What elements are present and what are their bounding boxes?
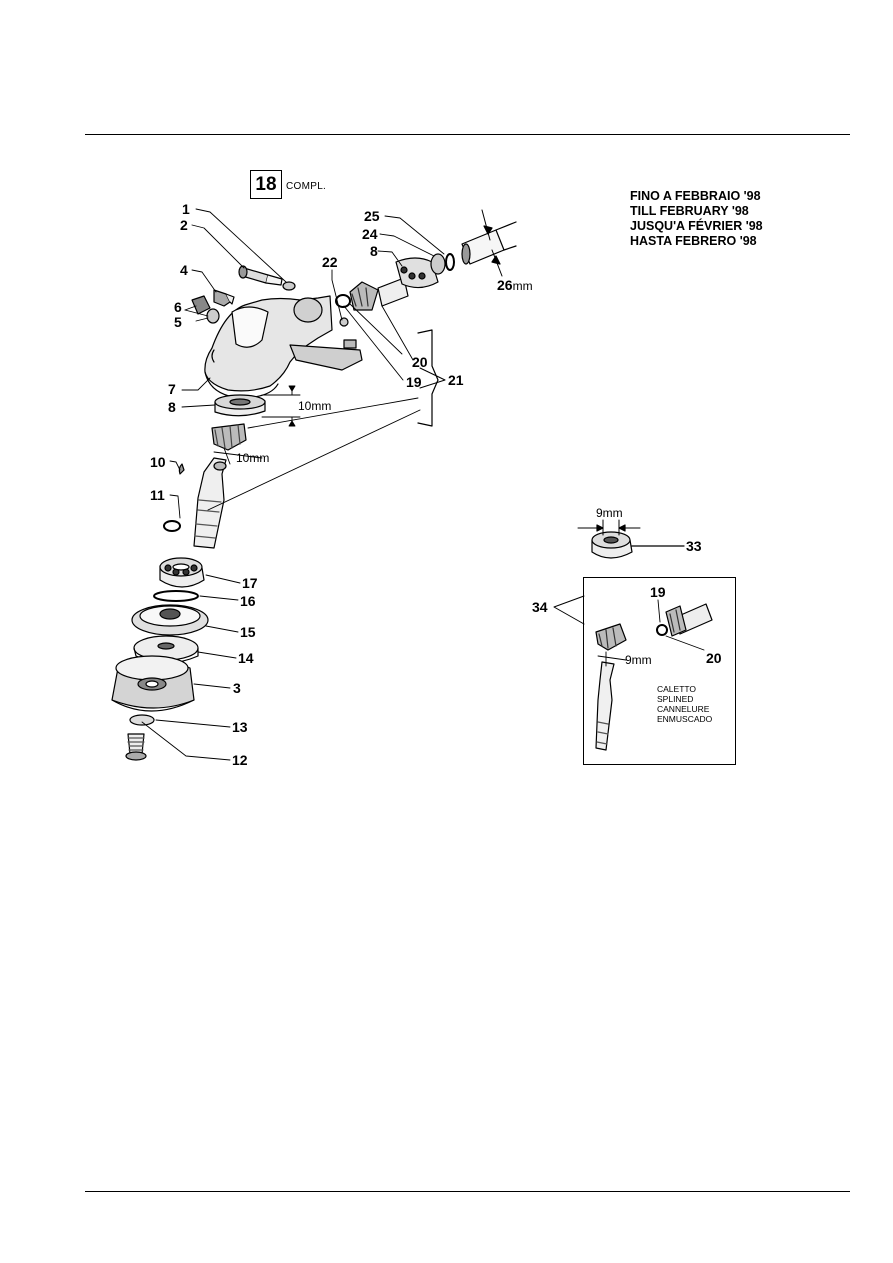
callout-11: 11 [150,487,165,503]
flange-15 [131,604,209,636]
bearing-8-main [214,394,266,417]
callout-6: 6 [174,299,182,315]
dim-pinion-shaft: 26mm [497,277,533,293]
dim-bearing-thickness: 10mm [298,399,332,413]
bearing-33 [577,519,685,559]
splined-variant-inset [583,577,736,765]
callout-7: 7 [168,381,176,397]
circlip-11 [163,520,181,532]
dim-pinion-shaft-unit: mm [512,279,533,293]
key-10 [178,463,185,475]
plug-6 [191,295,220,324]
assembly-suffix: COMPL. [286,181,327,192]
header-rule [85,134,850,135]
pin-22 [339,317,349,327]
dim-pinion-shaft-value: 26 [497,277,513,293]
assembly-number-box: 18 [250,170,282,199]
disc-14 [133,635,199,664]
grease-nipple-4 [213,289,235,307]
dim-bearing-33: 9mm [596,506,623,520]
circlip-25 [445,253,455,271]
callout-22: 22 [322,254,338,270]
callout-15: 15 [240,624,256,640]
callout-2: 2 [180,217,188,233]
circlip-19-main [335,294,351,308]
callout-19: 19 [406,374,422,390]
callout-20-inset: 20 [706,650,722,666]
cup-3 [111,655,195,712]
caption-line-en: TILL FEBRUARY '98 [630,204,749,218]
callout-33: 33 [686,538,702,554]
splined-note: CALETTO SPLINED CANNELURE ENMUSCADO [657,684,712,724]
callout-1: 1 [182,201,190,217]
callout-34: 34 [532,599,548,615]
gear-housing [204,295,363,399]
splined-note-fr: CANNELURE [657,704,710,714]
inset-splined-shaft [595,661,615,751]
inset-bevel-gear [595,623,627,651]
callout-17: 17 [242,575,258,591]
validity-caption: FINO A FEBBRAIO '98 TILL FEBRUARY '98 JU… [630,189,763,249]
pinion-assembly [335,253,455,327]
washer-13 [129,714,155,726]
bolt-12 [125,733,147,761]
caption-line-es: HASTA FEBRERO '98 [630,234,757,248]
callout-21: 21 [448,372,464,388]
spacer-24 [430,253,446,275]
caption-line-it: FINO A FEBBRAIO '98 [630,189,761,203]
bearing-8-pinion [395,257,439,289]
drive-shaft-stub [461,209,517,277]
footer-rule [85,1191,850,1192]
callout-16: 16 [240,593,256,609]
caption-line-fr: JUSQU'A FÉVRIER '98 [630,219,763,233]
screw-2 [238,265,283,286]
callout-20: 20 [412,354,428,370]
callout-13: 13 [232,719,248,735]
washer-16 [153,590,199,602]
inset-circlip-19 [656,624,668,636]
splined-note-en: SPLINED [657,694,694,704]
callout-24: 24 [362,226,378,242]
splined-note-es: ENMUSCADO [657,714,713,724]
leader-lines [141,208,446,761]
callout-25: 25 [364,208,380,224]
dim-shaft-diameter: 10mm [236,451,270,465]
output-shaft [193,457,227,549]
callout-4: 4 [180,262,188,278]
splined-note-it: CALETTO [657,684,697,694]
callout-10: 10 [150,454,166,470]
bevel-gear [211,423,247,451]
callout-8-pinion: 8 [370,243,378,259]
inset-parts [553,595,713,751]
callout-14: 14 [238,650,254,666]
callout-3: 3 [233,680,241,696]
callout-12: 12 [232,752,248,768]
callout-19-inset: 19 [650,584,666,600]
washer-1 [282,281,296,291]
bearing-17 [159,557,205,588]
dim-inset-shaft: 9mm [625,653,652,667]
callout-8: 8 [168,399,176,415]
callout-5: 5 [174,314,182,330]
